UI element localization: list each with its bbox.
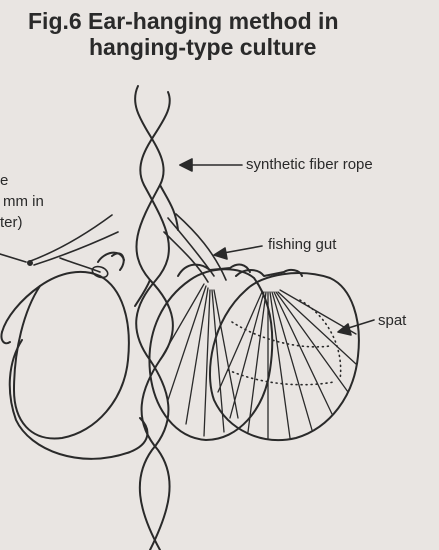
- rope-strands: [135, 86, 178, 550]
- title-line-2: hanging-type culture: [89, 34, 316, 60]
- label-cut-line-3: ter): [0, 214, 23, 231]
- label-spat: spat: [378, 312, 406, 329]
- knot-mark: [28, 261, 32, 265]
- label-cut-line-1: e: [0, 172, 8, 189]
- fishing-gut-lines: [28, 214, 226, 282]
- title-line-1: Fig.6 Ear-hanging method in: [28, 8, 339, 34]
- label-synthetic-fiber-rope: synthetic fiber rope: [246, 156, 373, 173]
- label-fishing-gut: fishing gut: [268, 236, 336, 253]
- right-scallops: [149, 265, 358, 441]
- left-scallops: [1, 253, 147, 459]
- label-cut-line-2: mm in: [3, 193, 44, 210]
